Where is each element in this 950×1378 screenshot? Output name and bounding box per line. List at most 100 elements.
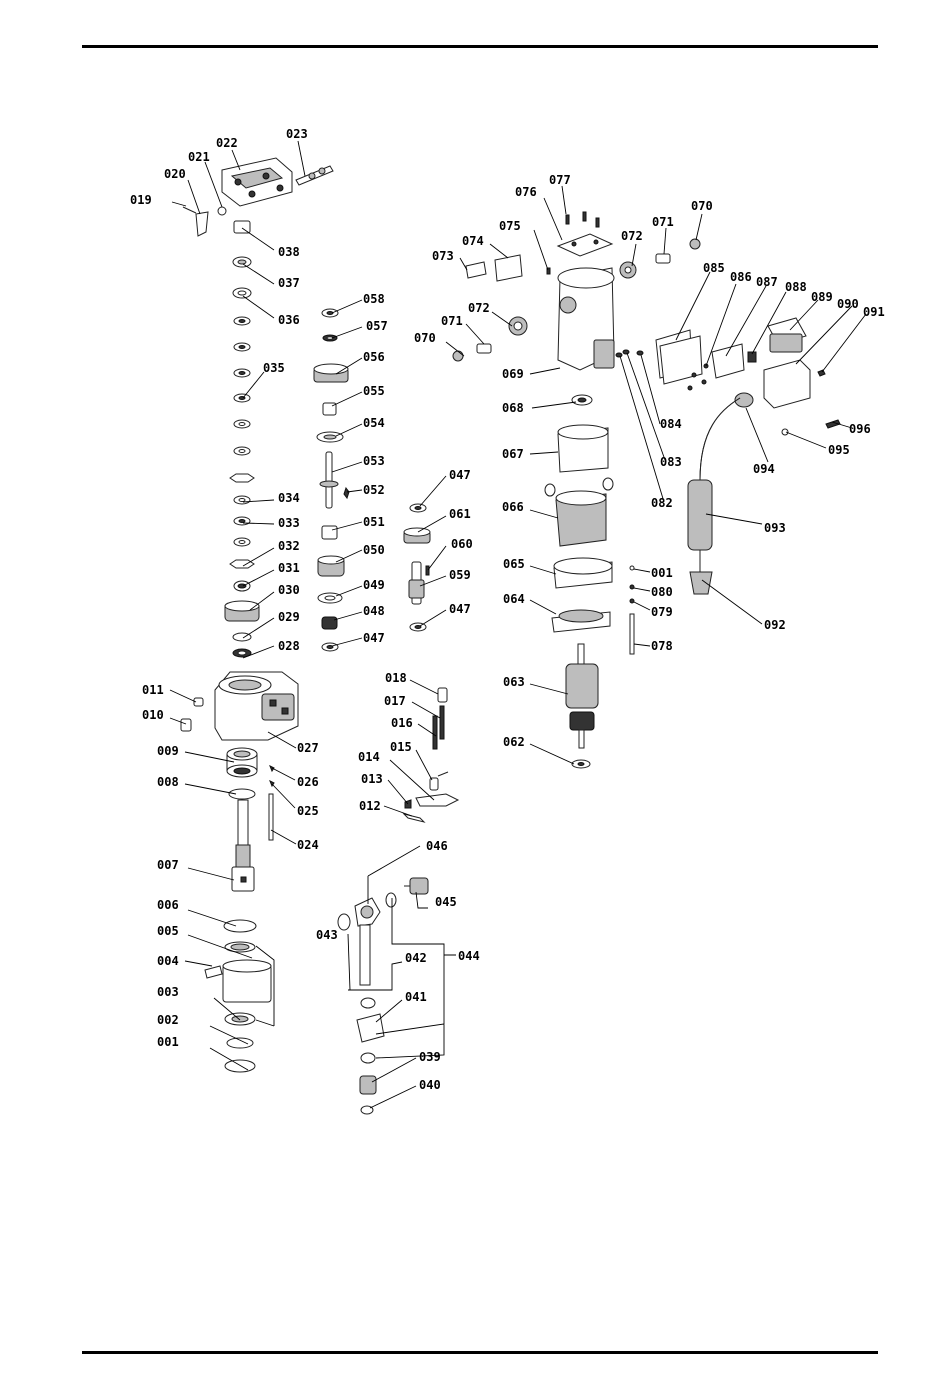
callout-087: 087 (756, 275, 778, 289)
small-right-parts (629, 565, 635, 655)
callout-047-c: 047 (363, 631, 385, 645)
callout-080: 080 (651, 585, 673, 599)
callout-075: 075 (499, 219, 521, 233)
callout-007: 007 (157, 858, 179, 872)
callout-070-a: 070 (414, 331, 436, 345)
callout-030: 030 (278, 583, 300, 597)
callout-025: 025 (297, 804, 319, 818)
callout-018: 018 (385, 671, 407, 685)
callout-019: 019 (130, 193, 152, 207)
callout-026: 026 (297, 775, 319, 789)
brush-parts (452, 238, 701, 362)
callout-040: 040 (419, 1078, 441, 1092)
callout-082: 082 (651, 496, 673, 510)
callout-017: 017 (384, 694, 406, 708)
callout-047-a: 047 (449, 468, 471, 482)
callout-008: 008 (157, 775, 179, 789)
motor-core (544, 394, 614, 769)
callout-031: 031 (278, 561, 300, 575)
part-038-bush (233, 220, 251, 234)
callout-003: 003 (157, 985, 179, 999)
callout-024: 024 (297, 838, 319, 852)
callout-064: 064 (503, 592, 525, 606)
callout-072-b: 072 (621, 229, 643, 243)
callout-067: 067 (502, 447, 524, 461)
callout-053: 053 (363, 454, 385, 468)
callout-036: 036 (278, 313, 300, 327)
part-007-spindle (231, 799, 255, 892)
callout-002: 002 (157, 1013, 179, 1027)
callout-057: 057 (366, 319, 388, 333)
callout-060: 060 (451, 537, 473, 551)
callout-092: 092 (764, 618, 786, 632)
part-082-084 (615, 349, 644, 358)
callout-042: 042 (405, 951, 427, 965)
callout-077: 077 (549, 173, 571, 187)
callout-074: 074 (462, 234, 484, 248)
part-011 (193, 697, 204, 707)
pinion-stack (403, 503, 431, 632)
callout-035: 035 (263, 361, 285, 375)
callout-013: 013 (361, 772, 383, 786)
callout-078: 078 (651, 639, 673, 653)
callout-029: 029 (278, 610, 300, 624)
callout-050: 050 (363, 543, 385, 557)
callout-047-b: 047 (449, 602, 471, 616)
callout-073: 073 (432, 249, 454, 263)
callout-055: 055 (363, 384, 385, 398)
middle-gear-stack (313, 308, 350, 652)
part-019-021-small (182, 206, 227, 237)
callout-066: 066 (502, 500, 524, 514)
callout-090: 090 (837, 297, 859, 311)
callout-038: 038 (278, 245, 300, 259)
part-069-motor-housing (556, 211, 615, 371)
callout-001-b: 001 (651, 566, 673, 580)
callout-014: 014 (358, 750, 380, 764)
callout-088: 088 (785, 280, 807, 294)
callout-070-b: 070 (691, 199, 713, 213)
callout-010: 010 (142, 708, 164, 722)
part-drawings (180, 157, 841, 1115)
callout-032: 032 (278, 539, 300, 553)
callout-079: 079 (651, 605, 673, 619)
callout-061: 061 (449, 507, 471, 521)
part-024-026 (268, 764, 275, 841)
switch-boxes (763, 317, 811, 409)
callout-076: 076 (515, 185, 537, 199)
callout-065: 065 (503, 557, 525, 571)
callout-004: 004 (157, 954, 179, 968)
callout-011: 011 (142, 683, 164, 697)
callout-093: 093 (764, 521, 786, 535)
callout-044: 044 (458, 949, 480, 963)
callout-051: 051 (363, 515, 385, 529)
callout-068: 068 (502, 401, 524, 415)
collet-assembly (204, 919, 272, 1073)
callout-045: 045 (435, 895, 457, 909)
callout-labels: 001 002 003 004 005 006 007 008 009 010 … (130, 127, 885, 1092)
callout-063: 063 (503, 675, 525, 689)
electronics (655, 329, 757, 391)
callout-015: 015 (390, 740, 412, 754)
callout-095: 095 (828, 443, 850, 457)
callout-016: 016 (391, 716, 413, 730)
callout-085: 085 (703, 261, 725, 275)
callout-084: 084 (660, 417, 682, 431)
part-009-bearing (226, 747, 258, 800)
callout-072-a: 072 (468, 301, 490, 315)
callout-054: 054 (363, 416, 385, 430)
callout-039: 039 (419, 1050, 441, 1064)
callout-094: 094 (753, 462, 775, 476)
callout-006: 006 (157, 898, 179, 912)
callout-021: 021 (188, 150, 210, 164)
callout-022: 022 (216, 136, 238, 150)
label-plates (465, 254, 551, 282)
callout-056: 056 (363, 350, 385, 364)
callout-052: 052 (363, 483, 385, 497)
callout-071-b: 071 (652, 215, 674, 229)
callout-062: 062 (503, 735, 525, 749)
callout-059: 059 (449, 568, 471, 582)
callout-071-a: 071 (441, 314, 463, 328)
part-023-pin (295, 165, 334, 186)
fitting-assembly (337, 877, 429, 1115)
callout-041: 041 (405, 990, 427, 1004)
